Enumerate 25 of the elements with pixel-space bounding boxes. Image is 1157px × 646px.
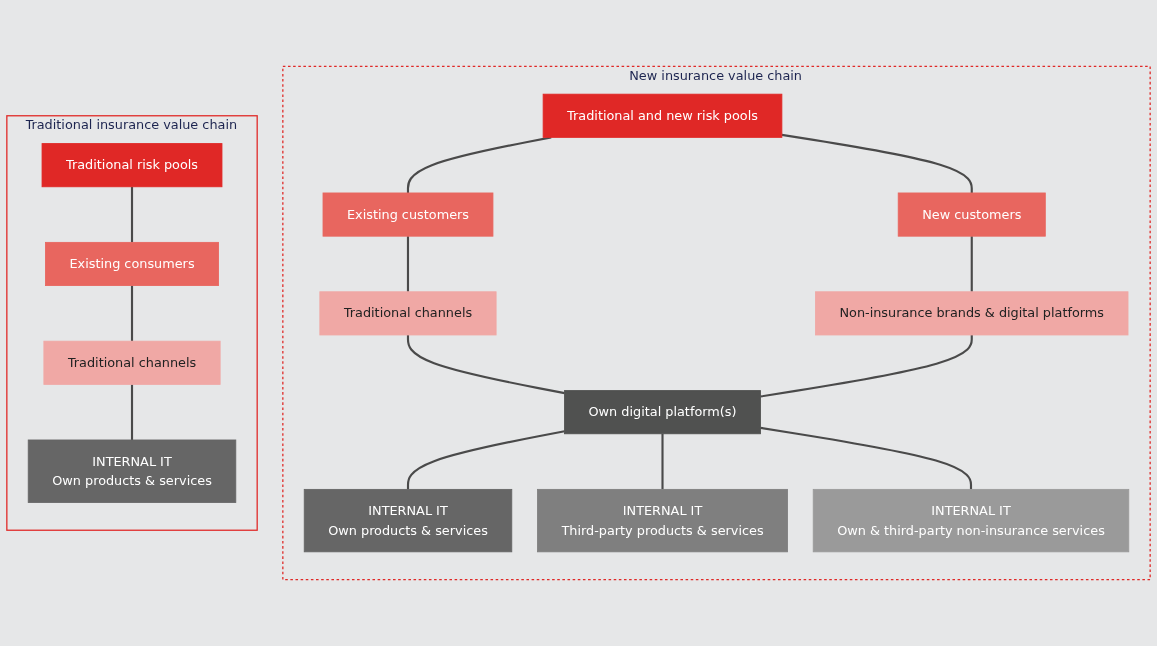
node-box: Traditional channels	[43, 340, 221, 385]
connector	[406, 236, 410, 292]
node-box: INTERNAL IT Own products & services	[303, 488, 513, 553]
connector	[760, 426, 973, 490]
node-box: Traditional risk pools	[41, 143, 223, 188]
node-box: Traditional channels	[319, 291, 497, 336]
connector	[406, 136, 552, 193]
node-box: Traditional and new risk pools	[542, 93, 783, 138]
connector	[406, 335, 565, 395]
node-box: INTERNAL IT Third-party products & services	[537, 488, 788, 553]
connector	[130, 285, 134, 342]
connector	[406, 430, 565, 490]
connector	[781, 133, 973, 193]
connector	[760, 335, 973, 398]
node-box: Own digital platform(s)	[564, 390, 761, 435]
connector	[130, 384, 134, 440]
node-box: New customers	[897, 192, 1046, 237]
node-box: Existing customers	[322, 192, 494, 237]
node-box: INTERNAL IT Own & third-party non-insurance services	[812, 488, 1130, 553]
node-box: Existing consumers	[45, 241, 219, 286]
connector	[130, 186, 134, 243]
connector	[970, 236, 973, 292]
connector	[661, 433, 664, 490]
node-box: Non-insurance brands & digital platforms	[815, 291, 1129, 336]
node-box: INTERNAL IT Own products & services	[27, 439, 237, 503]
